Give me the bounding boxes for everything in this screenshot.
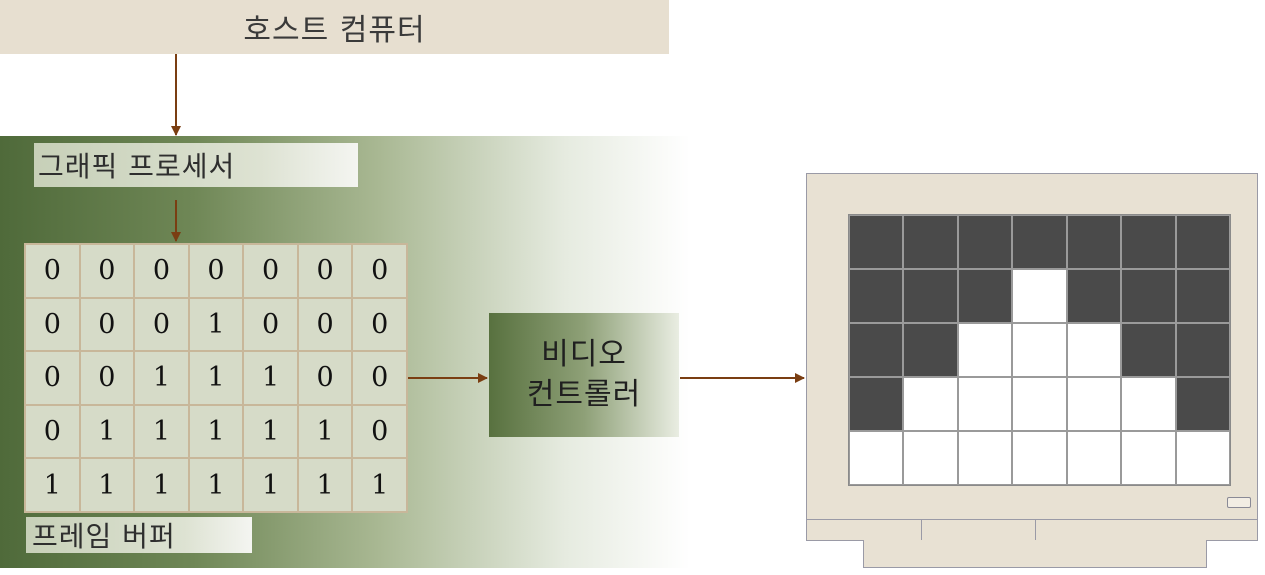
monitor-bezel-divider [1035, 519, 1036, 541]
video-controller-label-line2: 컨트롤러 [526, 377, 642, 412]
frame-buffer-cell: 1 [134, 404, 189, 459]
video-controller-label-line1: 비디오 [541, 337, 627, 372]
screen-pixel [957, 323, 1013, 377]
screen-pixel [1175, 377, 1230, 431]
screen-pixel [849, 323, 904, 377]
frame-buffer-cell: 1 [297, 458, 353, 512]
frame-buffer-cell: 0 [134, 244, 189, 298]
screen-pixel [1012, 431, 1067, 485]
frame-buffer-cell: 0 [25, 404, 80, 459]
frame-buffer-cell: 1 [79, 458, 135, 512]
frame-buffer-cell: 1 [188, 351, 244, 405]
monitor-screen [848, 214, 1231, 486]
screen-pixel [1012, 323, 1067, 377]
screen-pixel [957, 431, 1013, 485]
screen-pixel [957, 377, 1013, 431]
screen-pixel [903, 323, 958, 377]
monitor-stand [863, 540, 1207, 568]
graphics-processor-box: 그래픽 프로세서 [34, 143, 358, 187]
host-computer-label: 호스트 컴퓨터 [243, 13, 426, 48]
frame-buffer-cell: 1 [188, 458, 244, 512]
screen-pixel [903, 269, 958, 323]
frame-buffer-label: 프레임 버퍼 [32, 520, 176, 553]
monitor-bezel-divider [921, 519, 922, 541]
frame-buffer-cell: 1 [188, 297, 244, 352]
frame-buffer-cell: 0 [297, 351, 353, 405]
screen-pixel [1066, 215, 1122, 269]
monitor-bezel-line [806, 519, 1258, 520]
screen-pixel [903, 431, 958, 485]
frame-buffer-cell: 0 [352, 404, 407, 459]
screen-pixel [957, 215, 1013, 269]
graphics-processor-label: 그래픽 프로세서 [38, 150, 236, 183]
frame-buffer-cell: 0 [352, 351, 407, 405]
screen-pixel [957, 269, 1013, 323]
screen-pixel [903, 377, 958, 431]
screen-pixel [1175, 269, 1230, 323]
screen-pixel [1121, 323, 1176, 377]
frame-buffer-cell: 1 [243, 458, 298, 512]
frame-buffer-cell: 0 [25, 351, 80, 405]
frame-buffer-cell: 0 [79, 244, 135, 298]
frame-buffer-cell: 1 [243, 351, 298, 405]
video-controller-box: 비디오 컨트롤러 [489, 313, 679, 437]
screen-pixel [1012, 269, 1067, 323]
frame-buffer-cell: 1 [188, 404, 244, 459]
host-computer-box: 호스트 컴퓨터 [0, 0, 669, 54]
frame-buffer-cell: 0 [25, 244, 80, 298]
screen-pixel [1121, 377, 1176, 431]
screen-pixel [849, 431, 904, 485]
frame-buffer-cell: 0 [134, 297, 189, 352]
frame-buffer-cell: 1 [352, 458, 407, 512]
screen-pixel [1175, 215, 1230, 269]
frame-buffer-cell: 1 [243, 404, 298, 459]
frame-buffer-cell: 0 [243, 244, 298, 298]
screen-pixel [1175, 431, 1230, 485]
frame-buffer-cell: 0 [188, 244, 244, 298]
power-led-icon [1227, 497, 1251, 508]
screen-pixel [1066, 431, 1122, 485]
frame-buffer-cell: 0 [79, 351, 135, 405]
screen-pixel [1121, 431, 1176, 485]
frame-buffer-cell: 0 [79, 297, 135, 352]
frame-buffer-cell: 1 [297, 404, 353, 459]
frame-buffer-cell: 0 [297, 244, 353, 298]
screen-pixel [849, 215, 904, 269]
screen-pixel [1066, 323, 1122, 377]
screen-pixel [849, 377, 904, 431]
screen-pixel [1121, 269, 1176, 323]
screen-pixel [1175, 323, 1230, 377]
screen-pixel [1012, 377, 1067, 431]
frame-buffer-cell: 1 [134, 351, 189, 405]
screen-pixel [1066, 269, 1122, 323]
frame-buffer-cell: 0 [243, 297, 298, 352]
frame-buffer-cell: 0 [297, 297, 353, 352]
screen-pixel [1012, 215, 1067, 269]
screen-pixel [849, 269, 904, 323]
frame-buffer-cell: 1 [79, 404, 135, 459]
screen-pixel [903, 215, 958, 269]
frame-buffer-cell: 0 [352, 244, 407, 298]
frame-buffer-cell: 1 [25, 458, 80, 512]
frame-buffer-cell: 0 [25, 297, 80, 352]
screen-pixel [1066, 377, 1122, 431]
screen-pixel [1121, 215, 1176, 269]
frame-buffer-box: 프레임 버퍼 [26, 517, 252, 553]
frame-buffer-cell: 1 [134, 458, 189, 512]
frame-buffer-cell: 0 [352, 297, 407, 352]
